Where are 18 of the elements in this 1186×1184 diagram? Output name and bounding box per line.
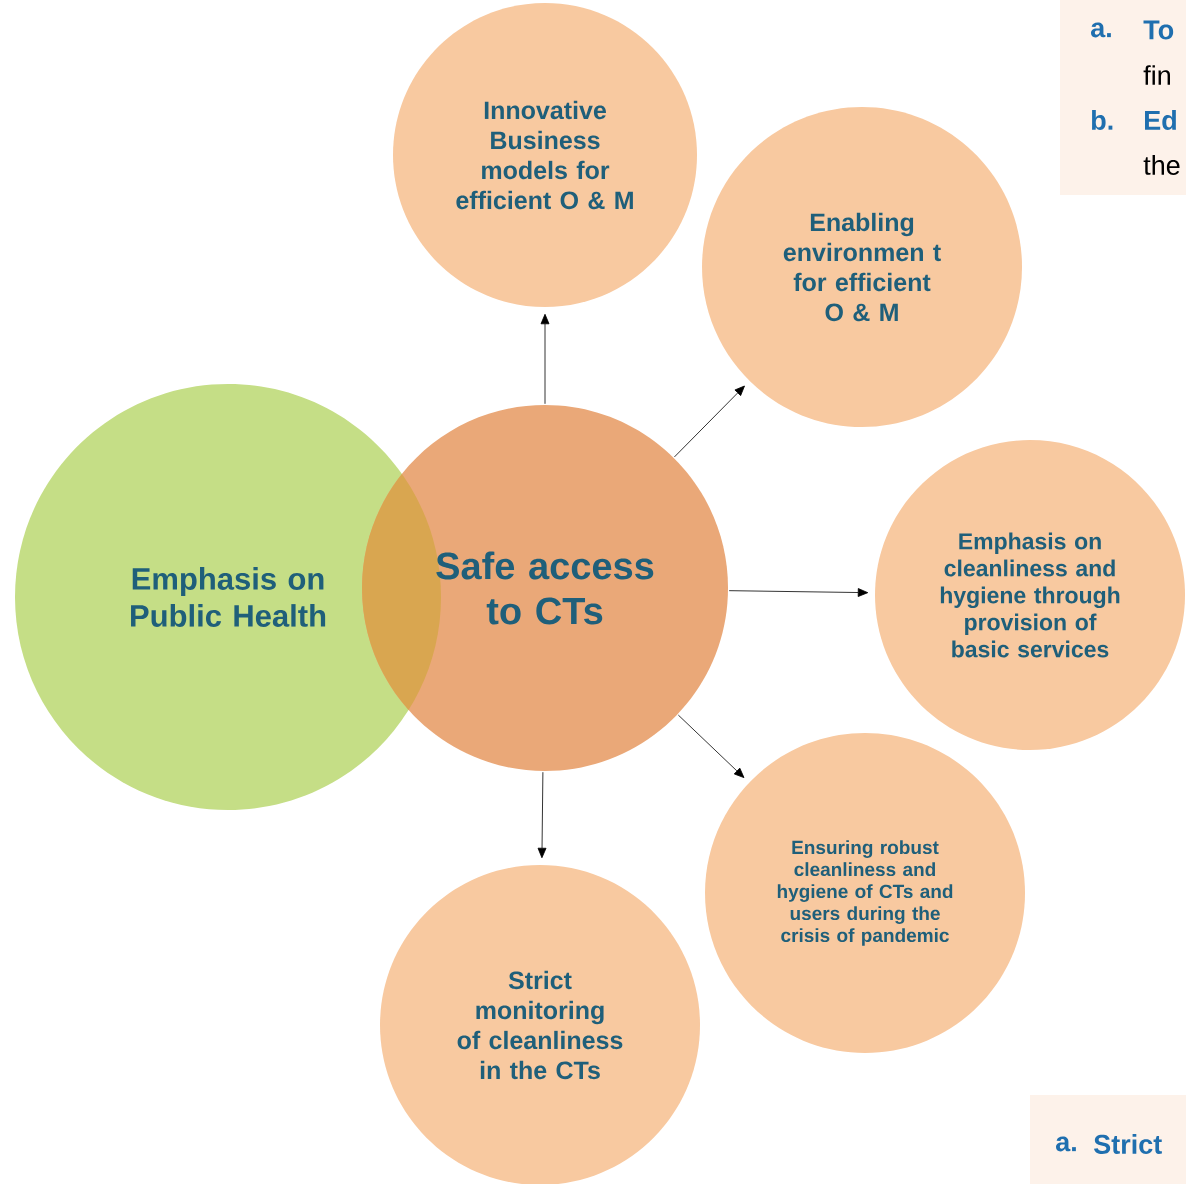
arrow: [674, 385, 745, 458]
circle-node: Innovative Business models for efficient O & M: [393, 3, 697, 307]
circle-node: Ensuring robust cleanliness and hygiene of CTs and users during the crisis of pandemic: [705, 733, 1025, 1053]
arrow: [537, 771, 547, 859]
circle-node: Emphasis on cleanliness and hygiene through provision of basic services: [875, 440, 1185, 750]
arrow: [677, 714, 745, 778]
circle-node: Safe access to CTs: [362, 405, 728, 771]
list-text: Ed: [1145, 110, 1176, 130]
arrow: [540, 313, 550, 405]
list-text: a.: [1056, 1136, 1076, 1152]
circle-node: Enabling environmen t for efficient O & M: [702, 107, 1022, 427]
list-text: a.: [1091, 22, 1111, 38]
arrow: [728, 588, 869, 597]
list-text: the: [1143, 155, 1180, 175]
list-text: fin: [1143, 65, 1170, 85]
list-text: To: [1143, 20, 1174, 40]
list-text: b.: [1092, 110, 1113, 130]
list-text: Strict: [1094, 1134, 1162, 1154]
